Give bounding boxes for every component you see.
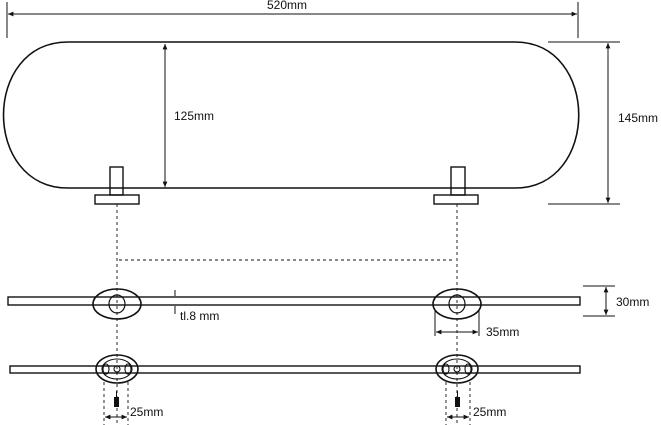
glass-side-profile — [7, 296, 581, 306]
right-bracket-front — [435, 354, 479, 384]
top-view: 520mm 125mm 145mm — [2, 0, 658, 205]
glass-front-profile — [9, 365, 581, 374]
fixing-right-label: 25mm — [473, 405, 506, 419]
dimension-glass-thickness: tl.8 mm — [174, 290, 219, 323]
bracket-width-label: 35mm — [486, 325, 519, 339]
dimension-height: 30mm — [583, 285, 649, 317]
left-bracket-front — [95, 354, 139, 384]
left-bracket-top — [94, 166, 140, 205]
dimension-fixing-left: 25mm — [105, 405, 163, 420]
dimension-fixing-right: 25mm — [447, 405, 506, 420]
dimension-bracket-width: 35mm — [434, 310, 519, 339]
total-depth-label: 145mm — [618, 111, 658, 125]
dimension-overall-width: 520mm — [6, 0, 579, 38]
glass-depth-label: 125mm — [174, 109, 214, 123]
center-lines — [103, 204, 471, 425]
right-bracket-side — [432, 288, 482, 320]
left-bracket-side — [92, 288, 142, 320]
glass-shelf-outline — [2, 41, 580, 189]
side-view: tl.8 mm 30mm 35mm — [7, 285, 649, 339]
left-screw-icon — [114, 391, 119, 407]
front-view: 25mm 25mm — [9, 354, 581, 420]
fixing-left-label: 25mm — [130, 405, 163, 419]
dimension-glass-depth: 125mm — [162, 44, 214, 187]
right-screw-icon — [455, 391, 460, 407]
dimension-total-depth: 145mm — [548, 41, 658, 205]
overall-width-label: 520mm — [267, 0, 307, 12]
right-bracket-top — [433, 166, 479, 205]
height-label: 30mm — [616, 295, 649, 309]
glass-thickness-label: tl.8 mm — [180, 309, 219, 323]
